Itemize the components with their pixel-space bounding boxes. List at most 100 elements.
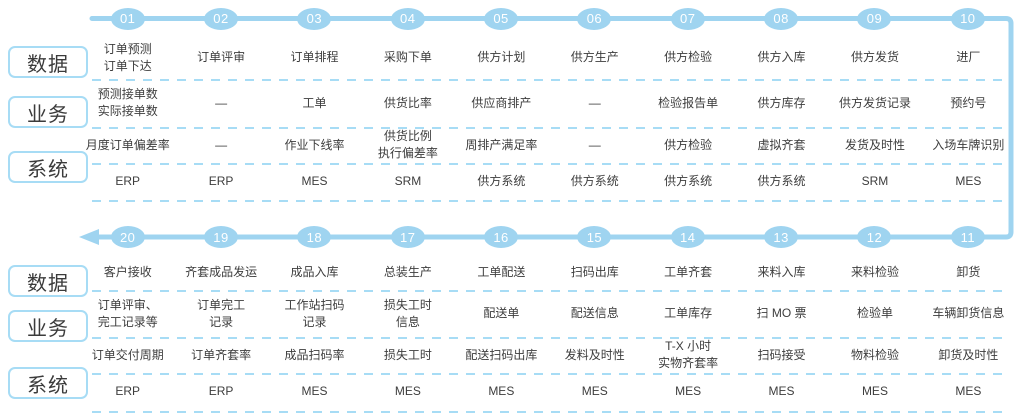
step-number-badge: 03 [297,7,332,30]
system-cell: ERP [115,384,141,399]
step-number-badge: 16 [484,226,519,248]
data-item-cell: 供货比率 [383,95,432,110]
system-cell: ERP [115,174,141,189]
system-cell: MES [768,384,795,399]
system-cell: 供方系统 [757,174,806,189]
step-title-cell: 齐套成品发运 [185,265,258,280]
row-label-data-top: 数据 [8,46,88,78]
row-separator-dashed-line [92,336,1007,339]
step-number-badge: 02 [204,7,239,30]
metric-cell-row: 月度订单偏差率—作业下线率供货比例 执行偏差率周排产满足率—供方检验虚拟齐套发货… [81,127,1015,163]
row-label-business-bottom: 业务 [8,310,88,342]
data-item-cell: 损失工时 信息 [383,297,432,329]
arrowhead-left-icon [79,229,99,245]
step-number-badge: 17 [390,226,425,248]
step-number-badge: 04 [390,7,425,30]
metric-cell: 损失工时 [383,347,432,362]
step-title-cell: 扫码出库 [570,265,619,280]
metric-cell: 周排产满足率 [465,137,538,152]
system-cell: SRM [394,174,422,189]
step-number-badge: 09 [857,7,892,30]
system-cell: MES [394,384,421,399]
step-title-cell: 订单预测 订单下达 [103,41,152,73]
step-number-badge: 01 [110,7,145,30]
metric-cell: 发料及时性 [564,347,625,362]
step-number-badge: 18 [297,226,332,248]
metric-cell: 物料检验 [850,347,899,362]
data-item-cell-row: 预测接单数 实际接单数—工单供货比率供应商排产—检验报告单供方库存供方发货记录预… [81,79,1015,127]
data-item-cell: 供方发货记录 [838,95,911,110]
step-number-badge: 12 [857,226,892,248]
data-item-cell: — [215,95,228,110]
step-title-cell: 成品入库 [290,265,339,280]
data-item-cell: 检验单 [856,306,893,321]
data-item-cell: 配送单 [483,306,520,321]
metric-cell: 作业下线率 [284,137,345,152]
metric-cell: 订单齐套率 [191,347,252,362]
step-number-badge: 08 [764,7,799,30]
system-cell: ERP [208,174,234,189]
step-title-cell: 工单配送 [477,265,526,280]
metric-cell: — [588,137,601,152]
metric-cell: 配送扫码出库 [465,347,538,362]
system-cell: MES [675,384,702,399]
metric-cell: 成品扫码率 [284,347,345,362]
system-cell: MES [488,384,515,399]
step-title-cell: 订单排程 [290,50,339,65]
row-label-system-bottom: 系统 [8,367,88,399]
step-number-badge: 07 [670,7,705,30]
data-item-cell: 供方库存 [757,95,806,110]
step-title-cell: 供方发货 [850,50,899,65]
system-cell: MES [301,384,328,399]
step-title-cell-row: 订单预测 订单下达 订单评审 订单排程 采购下单 供方计划 供方生产 供方检验 供方入库 供方发… [81,36,1015,79]
metric-cell: — [215,137,228,152]
step-number-badge: 06 [577,7,612,30]
step-title-cell: 进厂 [956,50,981,65]
data-item-cell: 扫 MO 票 [756,306,807,321]
data-item-cell: 供应商排产 [471,95,532,110]
step-title-cell: 客户接收 [103,265,152,280]
row-separator-dashed-line [92,410,1007,413]
step-title-cell: 采购下单 [383,50,432,65]
data-item-cell: 车辆卸货信息 [932,306,1005,321]
system-cell: MES [955,174,982,189]
step-number-badge: 05 [484,7,519,30]
system-cell: MES [301,174,328,189]
metric-cell: 虚拟齐套 [757,137,806,152]
system-cell: MES [581,384,608,399]
step-number-badge: 11 [950,226,985,248]
data-item-cell: 检验报告单 [658,95,719,110]
step-title-cell: 订单评审 [197,50,246,65]
step-number-badge: 10 [950,7,985,30]
step-title-cell: 供方生产 [570,50,619,65]
system-cell: MES [861,384,888,399]
metric-cell: T-X 小时 实物齐套率 [658,339,719,370]
system-cell: 供方系统 [477,174,526,189]
data-item-cell: 工单库存 [664,306,713,321]
row-separator-dashed-line [92,162,1007,165]
row-separator-dashed-line [92,126,1007,129]
metric-cell: 订单交付周期 [91,347,164,362]
step-title-cell: 来料检验 [850,265,899,280]
data-item-cell: 工作站扫码 记录 [284,297,345,329]
step-title-cell: 供方计划 [477,50,526,65]
data-item-cell: 订单完工 记录 [197,297,246,329]
step-title-cell: 供方入库 [757,50,806,65]
row-separator-dashed-line [92,372,1007,375]
step-number-badge: 15 [577,226,612,248]
system-cell: ERP [208,384,234,399]
metric-cell: 供货比例 执行偏差率 [377,129,438,160]
data-item-cell: 预约号 [950,95,987,110]
step-title-cell: 供方检验 [664,50,713,65]
data-item-cell: 订单评审、 完工记录等 [97,297,158,329]
step-number-badge: 19 [204,226,239,248]
step-title-cell: 来料入库 [757,265,806,280]
system-cell: 供方系统 [570,174,619,189]
metric-cell-row: 订单交付周期 订单齐套率 成品扫码率 损失工时 配送扫码出库 发料及时性 T-X 小时 实物… [81,337,1015,373]
row-label-system-top: 系统 [8,151,88,183]
step-title-cell-row: 客户接收齐套成品发运成品入库总装生产工单配送扫码出库工单齐套来料入库来料检验卸货 [81,255,1015,290]
row-label-business-top: 业务 [8,96,88,128]
